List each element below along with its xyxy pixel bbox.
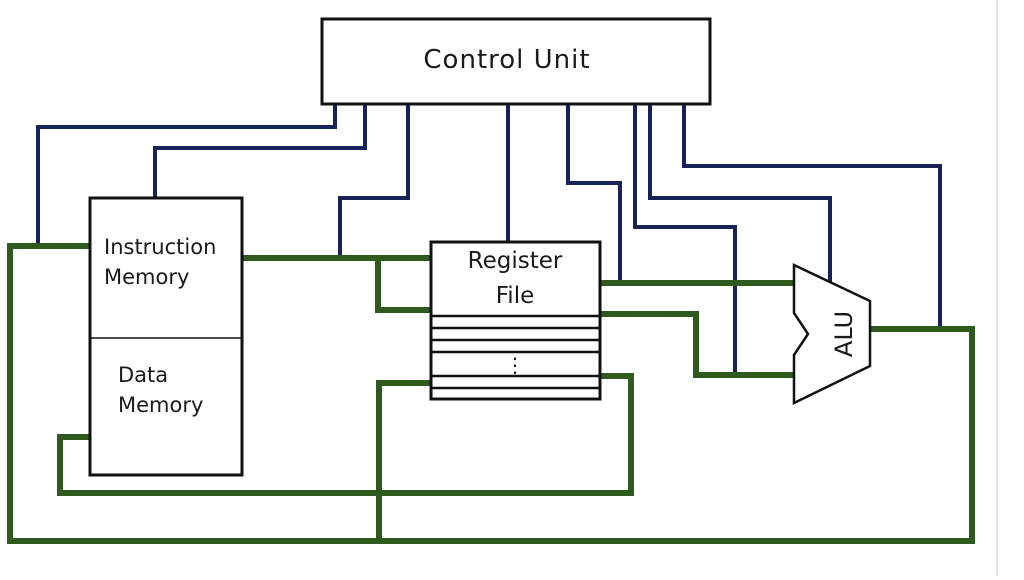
data-memory-label-line2: Memory xyxy=(118,393,203,417)
register-file-label-line1: Register xyxy=(468,248,563,274)
data-memory-label-line1: Data xyxy=(118,363,168,387)
alu-label: ALU xyxy=(830,311,858,357)
memory-writeback-bus xyxy=(57,373,634,496)
result-to-register-bus xyxy=(376,380,431,541)
memory-block: Instruction Memory Data Memory xyxy=(88,196,244,477)
control-line-to-alu-op xyxy=(648,104,832,282)
alu-block: ALU xyxy=(792,263,872,405)
instruction-memory-label-line1: Instruction xyxy=(104,235,216,259)
register-write-select-bus xyxy=(375,258,431,313)
control-line-to-register-select xyxy=(566,104,622,280)
control-lines xyxy=(36,104,942,373)
instruction-fetch-loop xyxy=(7,243,975,544)
register-file-label-line2: File xyxy=(496,283,535,309)
control-line-to-instruction-memory xyxy=(36,104,337,243)
control-line-to-alu-output xyxy=(682,104,942,328)
control-unit-label: Control Unit xyxy=(423,45,590,75)
register-rows xyxy=(431,314,600,390)
control-unit-block: Control Unit xyxy=(320,17,712,106)
instruction-memory-label-line2: Memory xyxy=(104,265,189,289)
register-ellipsis: ⋮ xyxy=(505,353,525,377)
control-line-to-register-write xyxy=(338,104,410,256)
register-to-alu-b-bus xyxy=(600,311,794,378)
data-buses xyxy=(7,243,975,544)
control-line-to-data-memory xyxy=(153,104,367,198)
control-line-to-alu-mux xyxy=(633,104,737,373)
register-file-block: Register File ⋮ xyxy=(429,240,602,401)
